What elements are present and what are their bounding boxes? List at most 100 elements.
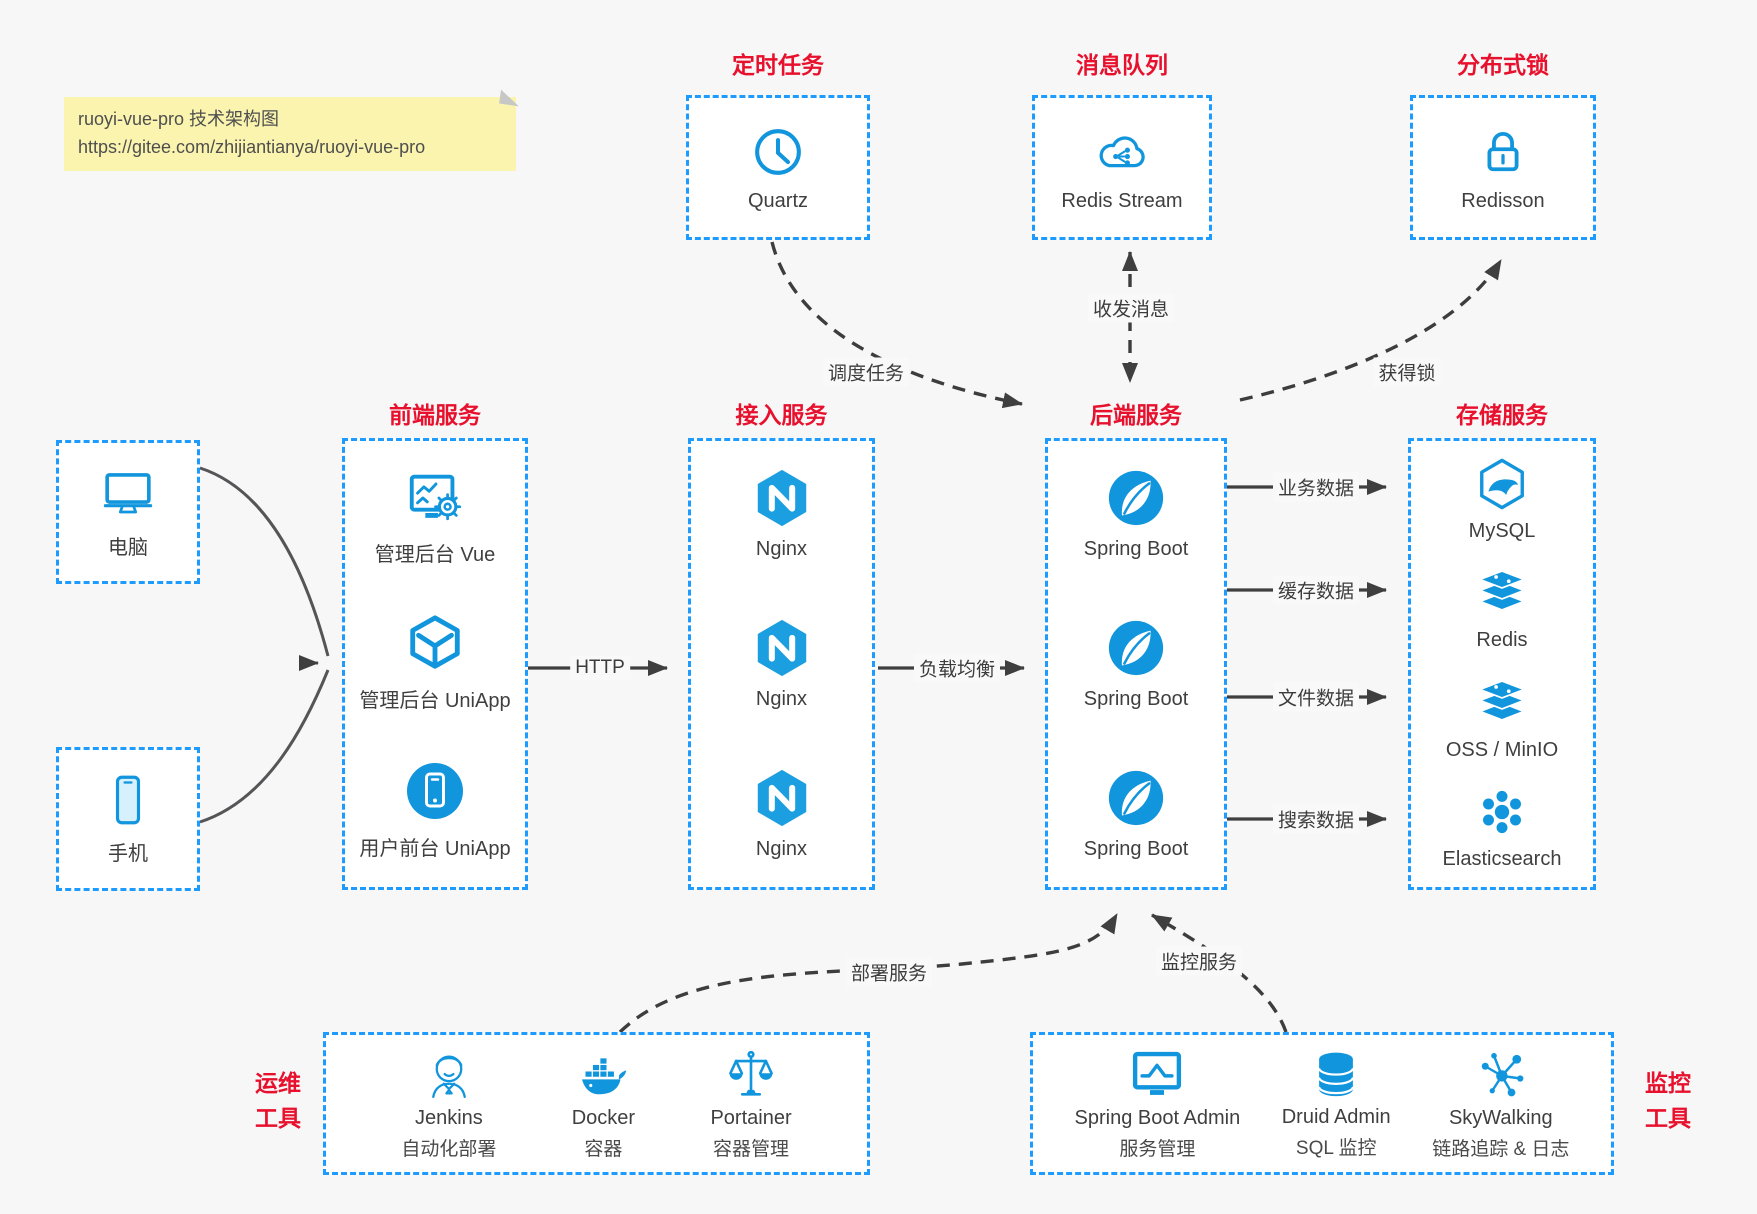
group-title-distributed-lock: 分布式锁 <box>1457 52 1549 78</box>
ops-title-line2: 工具 <box>255 1104 301 1131</box>
nginx-icon <box>751 467 813 529</box>
elasticsearch-label: Elasticsearch <box>1442 847 1562 870</box>
mysql-icon <box>1475 457 1529 511</box>
spring-boot-admin-node: Spring Boot Admin 服务管理 <box>1074 1047 1241 1161</box>
jenkins-label: Jenkins <box>414 1106 483 1129</box>
note-url: https://gitee.com/zhijiantianya/ruoyi-vu… <box>78 136 426 157</box>
user-uniapp-node: 用户前台 UniApp <box>359 759 511 861</box>
docker-node: Docker 容器 <box>572 1047 635 1161</box>
monitoring-title-line2: 工具 <box>1645 1104 1691 1131</box>
admin-uniapp-node: 管理后台 UniApp <box>359 613 511 713</box>
group-title-frontend: 前端服务 <box>389 402 481 428</box>
edge-client-mobile <box>199 669 330 824</box>
nginx-node-3: Nginx <box>751 767 813 861</box>
spring-boot-admin-sublabel: 服务管理 <box>1119 1138 1196 1160</box>
edge-schedule-task <box>770 241 1023 409</box>
spring-boot-label-3: Spring Boot <box>1083 838 1189 860</box>
spring-boot-admin-label: Spring Boot Admin <box>1074 1106 1241 1129</box>
nginx-icon <box>751 767 813 829</box>
druid-label: Druid Admin <box>1281 1105 1391 1128</box>
spring-boot-icon <box>1105 467 1167 529</box>
druid-node: Druid Admin SQL 监控 <box>1282 1048 1391 1160</box>
docker-sublabel: 容器 <box>584 1138 623 1160</box>
edge-label-file-data: 文件数据 <box>1272 682 1360 712</box>
portainer-sublabel: 容器管理 <box>713 1138 790 1160</box>
cloud-share-icon <box>1093 123 1151 181</box>
client-mobile-box: 手机 <box>56 747 200 891</box>
group-title-message-queue: 消息队列 <box>1076 52 1168 78</box>
spring-boot-node-1: Spring Boot <box>1083 467 1189 561</box>
docker-icon <box>575 1047 631 1103</box>
redisson-label: Redisson <box>1461 189 1545 212</box>
backend-box: Spring Boot Spring Boot Spring Boot <box>1045 438 1227 890</box>
monitoring-tools-box: Spring Boot Admin 服务管理 Druid Admin SQL 监… <box>1030 1032 1614 1175</box>
nginx-label-3: Nginx <box>755 838 808 860</box>
edge-label-search-data: 搜索数据 <box>1272 804 1360 834</box>
edge-label-load-balance: 负载均衡 <box>913 653 1001 683</box>
druid-icon <box>1309 1048 1363 1102</box>
pc-label: 电脑 <box>108 537 148 559</box>
spring-boot-label-1: Spring Boot <box>1083 538 1189 560</box>
edge-label-deploy-service: 部署服务 <box>845 957 933 987</box>
redis-label: Redis <box>1476 629 1528 652</box>
spring-boot-icon <box>1105 767 1167 829</box>
mysql-label: MySQL <box>1468 520 1536 542</box>
portainer-label: Portainer <box>710 1106 792 1129</box>
edge-label-cache-data: 缓存数据 <box>1272 575 1360 605</box>
portainer-node: Portainer 容器管理 <box>710 1047 792 1161</box>
clock-icon <box>749 123 807 181</box>
group-title-scheduled-task: 定时任务 <box>732 52 824 78</box>
object-storage-icon <box>1475 676 1529 730</box>
portainer-icon <box>723 1047 779 1103</box>
edge-label-business-data: 业务数据 <box>1272 472 1360 502</box>
nginx-icon <box>751 617 813 679</box>
edge-label-http: HTTP <box>570 656 630 680</box>
elasticsearch-node: Elasticsearch <box>1442 785 1562 871</box>
skywalking-node: SkyWalking 链路追踪 & 日志 <box>1432 1047 1569 1161</box>
edge-acquire-lock <box>1239 259 1503 402</box>
client-pc-box: 电脑 <box>56 440 200 584</box>
redisson-node: Redisson <box>1461 123 1545 213</box>
edge-label-schedule-task: 调度任务 <box>822 357 910 387</box>
smartphone-icon <box>100 772 156 828</box>
spring-boot-label-2: Spring Boot <box>1083 688 1189 710</box>
redis-stream-label: Redis Stream <box>1061 189 1183 212</box>
nginx-label-2: Nginx <box>755 688 808 710</box>
spring-boot-icon <box>1105 617 1167 679</box>
user-uniapp-label: 用户前台 UniApp <box>359 838 511 860</box>
admin-vue-node: 管理后台 Vue <box>375 467 495 567</box>
nginx-node-1: Nginx <box>751 467 813 561</box>
redis-node: Redis <box>1475 566 1529 652</box>
skywalking-label: SkyWalking <box>1448 1106 1553 1129</box>
pc-node: 电脑 <box>99 464 157 560</box>
sticky-note: ruoyi-vue-pro 技术架构图 https://gitee.com/zh… <box>64 89 521 171</box>
message-queue-box: Redis Stream <box>1032 95 1212 240</box>
skywalking-icon <box>1473 1047 1529 1103</box>
quartz-node: Quartz <box>748 123 808 213</box>
note-title: ruoyi-vue-pro 技术架构图 <box>78 109 280 129</box>
admin-vue-icon <box>404 467 466 529</box>
note-fold-corner <box>499 89 521 107</box>
redis-stream-node: Redis Stream <box>1061 123 1183 213</box>
ops-tools-box: Jenkins 自动化部署 Docker 容器 Portainer 容器管理 <box>323 1032 870 1175</box>
edge-label-send-receive-message: 收发消息 <box>1087 293 1175 323</box>
druid-sublabel: SQL 监控 <box>1295 1137 1377 1159</box>
edge-label-monitor-service: 监控服务 <box>1155 946 1243 976</box>
spring-boot-node-2: Spring Boot <box>1083 617 1189 711</box>
distributed-lock-box: Redisson <box>1410 95 1596 240</box>
storage-box: MySQL Redis OSS / MinIO Elasticsearch <box>1408 438 1596 890</box>
scheduled-task-box: Quartz <box>686 95 870 240</box>
admin-vue-label: 管理后台 Vue <box>374 544 496 566</box>
object-storage-node: OSS / MinIO <box>1446 676 1558 762</box>
spring-boot-admin-icon <box>1129 1047 1185 1103</box>
gateway-box: Nginx Nginx Nginx <box>688 438 875 890</box>
desktop-icon <box>99 464 157 522</box>
user-app-icon <box>403 759 467 823</box>
group-title-backend: 后端服务 <box>1090 402 1182 428</box>
group-title-gateway: 接入服务 <box>735 402 828 428</box>
jenkins-node: Jenkins 自动化部署 <box>401 1047 496 1161</box>
edge-monitor-service <box>1151 913 1288 1033</box>
frontend-box: 管理后台 Vue 管理后台 UniApp 用户前台 UniApp <box>342 438 528 890</box>
lock-icon <box>1474 123 1532 181</box>
